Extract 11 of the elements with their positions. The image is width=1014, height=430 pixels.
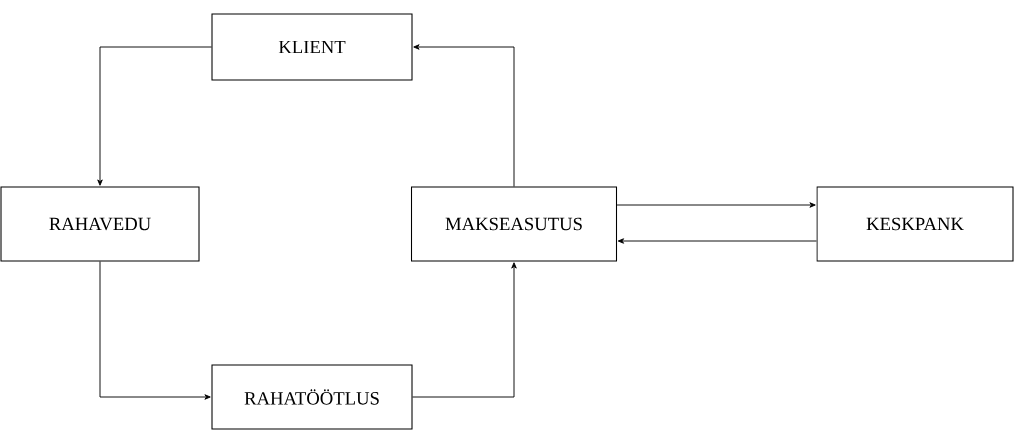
arrow — [97, 46, 212, 186]
process-box: KESKPANK — [816, 186, 1014, 262]
arrow — [413, 44, 515, 187]
arrow — [99, 261, 211, 400]
process-box: KLIENT — [211, 13, 413, 81]
arrow — [616, 202, 816, 208]
process-box: RAHAVEDU — [0, 186, 200, 262]
process-box: MAKSEASUTUS — [410, 186, 618, 262]
arrow — [412, 262, 517, 398]
arrow — [617, 238, 817, 244]
process-box: RAHATÖÖTLUS — [211, 364, 413, 430]
